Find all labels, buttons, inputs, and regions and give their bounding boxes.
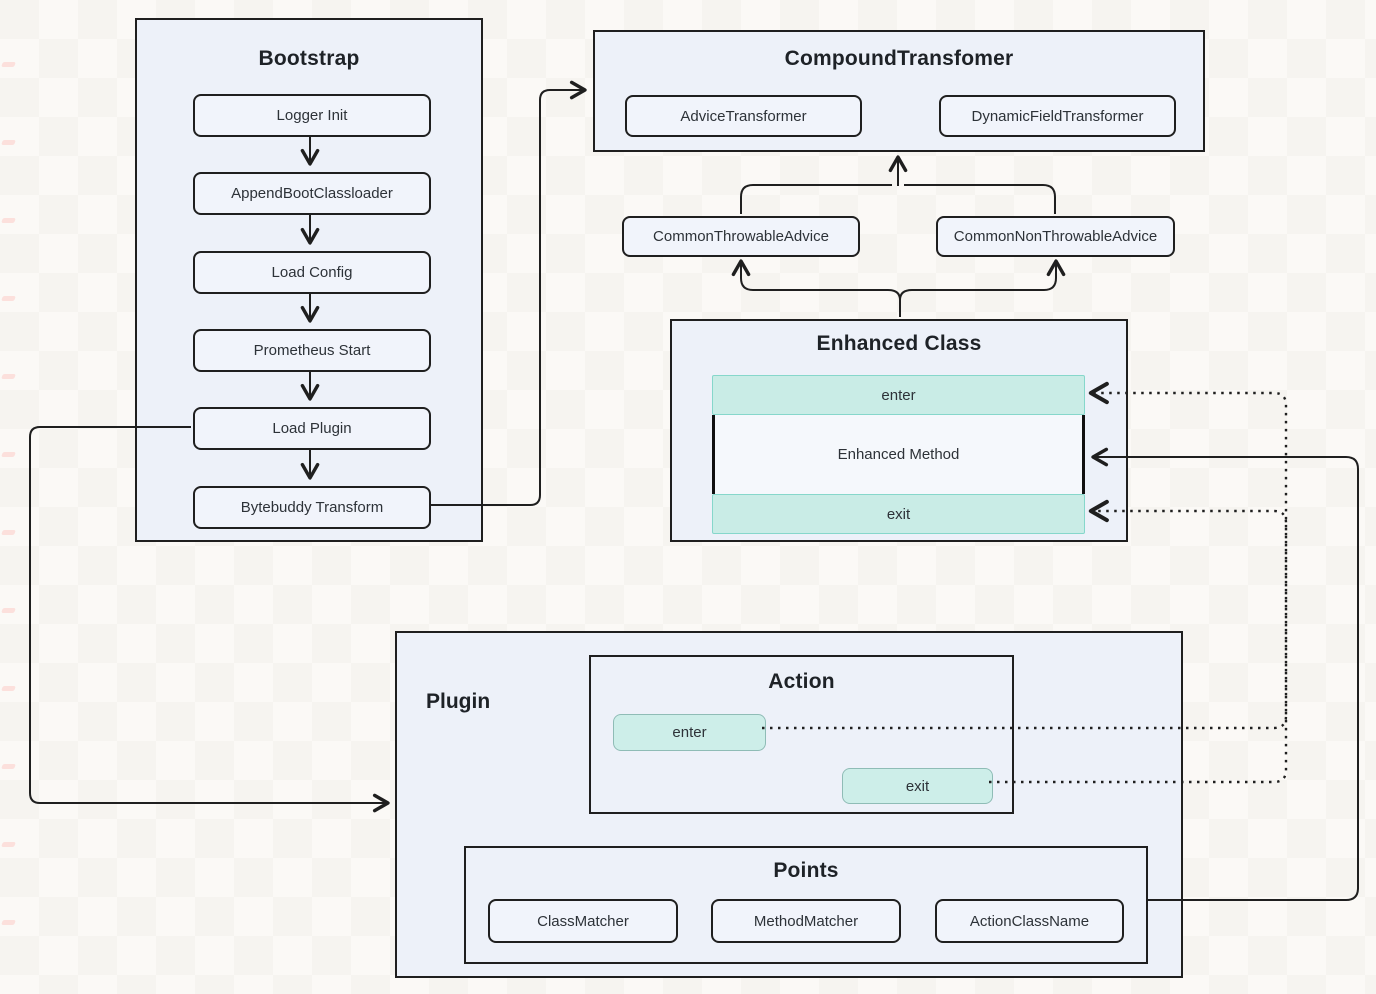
action-title: Action (768, 670, 835, 693)
action-exit-button: exit (842, 768, 993, 804)
watermark-mark (1, 140, 16, 145)
action-enter-button: enter (613, 714, 766, 751)
bootstrap-title: Bootstrap (258, 47, 360, 70)
edge-throwable-merge (740, 184, 892, 214)
watermark-mark (1, 842, 16, 847)
edge-enhanced-to-throwable (731, 259, 901, 317)
node-append-boot-classloader: AppendBootClassloader (193, 172, 431, 215)
watermark-mark (1, 764, 16, 769)
node-class-matcher: ClassMatcher (488, 899, 678, 943)
enhanced-exit-bar: exit (712, 494, 1085, 534)
plugin-panel: Plugin Action enter exit Points ClassMat… (395, 631, 1183, 978)
node-dynamic-field-transformer: DynamicFieldTransformer (939, 95, 1176, 137)
node-advice-transformer: AdviceTransformer (625, 95, 862, 137)
watermark-mark (1, 296, 16, 301)
edge-nonthrowable-merge (904, 184, 1056, 214)
watermark-mark (1, 608, 16, 613)
points-title: Points (773, 859, 839, 882)
action-panel: Action enter exit (589, 655, 1014, 814)
compound-transformer-panel: CompoundTransfomer AdviceTransformer Dyn… (593, 30, 1205, 152)
node-method-matcher: MethodMatcher (711, 899, 901, 943)
node-common-throwable-advice: CommonThrowableAdvice (622, 216, 860, 257)
compound-transformer-title: CompoundTransfomer (784, 47, 1014, 70)
points-panel: Points ClassMatcher MethodMatcher Action… (464, 846, 1148, 964)
watermark-mark (1, 530, 16, 535)
watermark-mark (1, 374, 16, 379)
enhanced-class-title: Enhanced Class (816, 332, 982, 355)
node-logger-init: Logger Init (193, 94, 431, 137)
node-common-non-throwable-advice: CommonNonThrowableAdvice (936, 216, 1175, 257)
node-bytebuddy-transform: Bytebuddy Transform (193, 486, 431, 529)
plugin-title: Plugin (426, 690, 491, 713)
enhanced-enter-bar: enter (712, 375, 1085, 415)
watermark-mark (1, 452, 16, 457)
bootstrap-panel: Bootstrap Logger Init AppendBootClassloa… (135, 18, 483, 542)
watermark-mark (1, 686, 16, 691)
node-load-plugin: Load Plugin (193, 407, 431, 450)
watermark-mark (1, 62, 16, 67)
edge-enhanced-to-nonthrowable (899, 259, 1066, 317)
node-action-class-name: ActionClassName (935, 899, 1124, 943)
node-prometheus-start: Prometheus Start (193, 329, 431, 372)
node-load-config: Load Config (193, 251, 431, 294)
enhanced-method-bar: Enhanced Method (712, 415, 1085, 494)
enhanced-class-panel: Enhanced Class enter Enhanced Method exi… (670, 319, 1128, 542)
watermark-mark (1, 218, 16, 223)
watermark-mark (1, 920, 16, 925)
